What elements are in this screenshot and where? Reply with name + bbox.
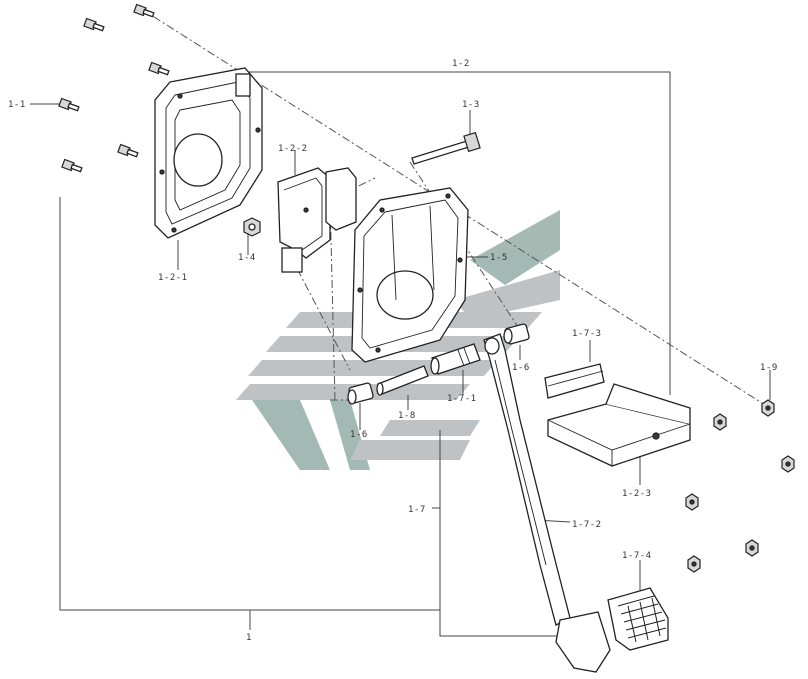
leader-lines — [30, 71, 771, 637]
label-1-7-4: 1-7-4 — [622, 551, 652, 561]
plate-1-5 — [351, 187, 469, 363]
label-1-9: 1-9 — [760, 363, 778, 373]
shaft-1-7-1 — [430, 343, 481, 375]
long-bolt-1-3 — [411, 131, 481, 165]
bolt-icon — [83, 17, 105, 32]
nut-1-4 — [243, 217, 261, 237]
bolt-1-1-group — [58, 3, 170, 173]
bushing-1-6-right — [503, 323, 530, 345]
part-labels: 1-1 1-2 1-3 1-2-2 1-4 1-2-1 1-5 1-7-3 1-… — [8, 59, 778, 643]
nut-icon — [713, 413, 727, 431]
label-1-6-left: 1-6 — [350, 430, 368, 440]
bushing-1-6-left — [347, 382, 374, 405]
bolt-icon — [133, 3, 155, 18]
nut-icon — [761, 399, 775, 417]
nut-icon — [685, 493, 699, 511]
label-1: 1 — [246, 633, 252, 643]
bracket-1-2-2 — [277, 167, 357, 273]
label-1-4: 1-4 — [238, 253, 256, 263]
pedal-pad-1-7-4 — [607, 587, 669, 651]
label-1-7-3: 1-7-3 — [572, 329, 602, 339]
pad-grip-pattern — [617, 595, 667, 643]
label-1-7: 1-7 — [408, 505, 426, 515]
label-1-7-1: 1-7-1 — [447, 394, 477, 404]
pedal-arm-1-7-2 — [483, 333, 611, 673]
bolt-icon — [61, 158, 83, 173]
label-1-8: 1-8 — [398, 411, 416, 421]
label-1-2-3: 1-2-3 — [622, 489, 652, 499]
pad-strip-1-7-3 — [544, 363, 605, 399]
label-1-3: 1-3 — [462, 100, 480, 110]
cover-1-2-3 — [547, 383, 691, 467]
nut-icon — [687, 555, 701, 573]
label-1-5: 1-5 — [490, 253, 508, 263]
label-1-2-1: 1-2-1 — [158, 273, 188, 283]
nut-icon — [745, 539, 759, 557]
label-1-7-2: 1-7-2 — [572, 520, 602, 530]
bolt-icon — [117, 143, 139, 158]
label-1-2: 1-2 — [452, 59, 470, 69]
bolt-icon — [148, 61, 170, 76]
label-1-6-right: 1-6 — [512, 363, 530, 373]
nuts-1-9 — [685, 399, 795, 573]
bolt-icon — [58, 97, 80, 112]
mounting-plate-1-2-1 — [154, 67, 263, 239]
label-1-2-2: 1-2-2 — [278, 144, 308, 154]
nut-icon — [781, 455, 795, 473]
label-1-1: 1-1 — [8, 100, 26, 110]
sleeve-1-8 — [376, 365, 429, 396]
